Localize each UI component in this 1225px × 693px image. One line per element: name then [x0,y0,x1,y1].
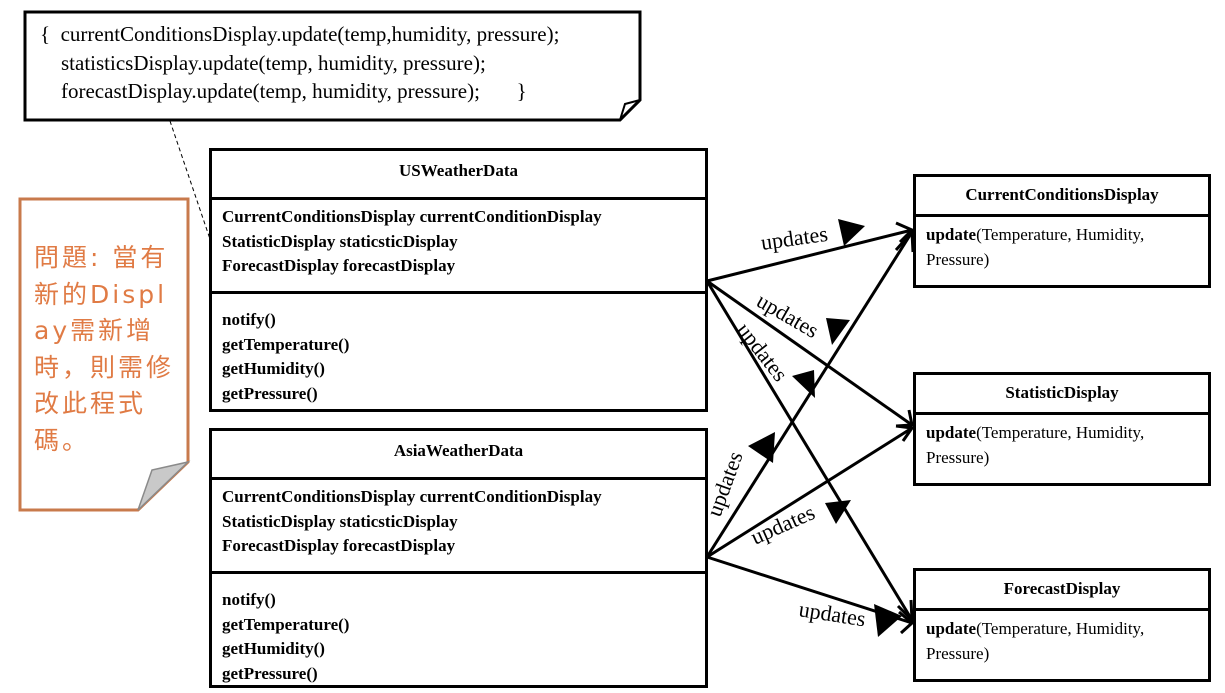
attributes-section: CurrentConditionsDisplay currentConditio… [212,480,705,571]
arrow-asia-to-statistic [706,424,915,559]
class-asia-weather-data: AsiaWeatherData CurrentConditionsDisplay… [209,428,708,688]
method-name: update [926,423,977,442]
method-params: (Temperature, Humidity, [976,423,1145,442]
arrow-us-to-statistic [706,279,914,428]
arrow-asia-to-current [705,228,915,558]
method-params: (Temperature, Humidity, [976,619,1145,638]
method-row: getHumidity() [222,359,325,378]
attribute-row: ForecastDisplay forecastDisplay [222,256,456,275]
method-params: (Temperature, Humidity, [976,225,1145,244]
code-line: { currentConditionsDisplay.update(temp,h… [40,22,560,46]
method-row: update(Temperature, Humidity, [926,222,1198,247]
method-row: getPressure() [222,663,318,683]
attribute-row: ForecastDisplay forecastDisplay [222,536,456,555]
code-note-fold [619,99,641,121]
method-name: update [926,225,977,244]
class-current-conditions-display: CurrentConditionsDisplay update(Temperat… [913,174,1211,288]
methods-section: update(Temperature, Humidity, Pressure) [916,217,1208,272]
attribute-row: StatisticDisplay staticsticDisplay [222,511,458,531]
attribute-row: CurrentConditionsDisplay currentConditio… [222,207,602,226]
method-name: update [926,619,977,638]
method-row: notify() [222,310,276,329]
method-params-cont: Pressure) [926,644,990,663]
method-params-cont: Pressure) [926,250,990,269]
problem-note-fold [137,460,191,511]
class-title: StatisticDisplay [916,375,1208,415]
attribute-row: StatisticDisplay staticsticDisplay [222,231,458,251]
method-params-cont: Pressure) [926,448,990,467]
method-row: update(Temperature, Humidity, [926,616,1198,641]
method-row: update(Temperature, Humidity, [926,420,1198,445]
code-note-shape [23,10,642,122]
code-note-text: { currentConditionsDisplay.update(temp,h… [40,20,559,106]
method-row: getHumidity() [222,639,325,658]
class-statistic-display: StatisticDisplay update(Temperature, Hum… [913,372,1211,486]
method-row: getTemperature() [222,334,350,354]
methods-section: update(Temperature, Humidity, Pressure) [916,415,1208,470]
class-title: CurrentConditionsDisplay [916,177,1208,217]
class-title: USWeatherData [212,151,705,200]
method-row: notify() [222,590,276,609]
code-line: forecastDisplay.update(temp, humidity, p… [40,79,527,103]
updates-label-5: updates [747,499,819,549]
method-row: getTemperature() [222,614,350,634]
class-us-weather-data: USWeatherData CurrentConditionsDisplay c… [209,148,708,412]
code-line: statisticsDisplay.update(temp, humidity,… [40,50,486,75]
methods-section: notify() getTemperature() getHumidity() … [212,291,705,406]
attribute-row: CurrentConditionsDisplay currentConditio… [222,487,602,506]
problem-note-text: 問題: 當有新的Display需新增時，則需修改此程式碼。 [34,243,175,455]
class-title: AsiaWeatherData [212,431,705,480]
updates-label-4: updates [701,448,747,520]
updates-label-1: updates [759,221,829,255]
methods-section: update(Temperature, Humidity, Pressure) [916,611,1208,666]
class-forecast-display: ForecastDisplay update(Temperature, Humi… [913,568,1211,682]
arrow-us-to-forecast [705,280,914,624]
methods-section: notify() getTemperature() getHumidity() … [212,571,705,686]
attributes-section: CurrentConditionsDisplay currentConditio… [212,200,705,291]
updates-label-6: updates [797,596,867,631]
method-row: getPressure() [222,383,318,403]
class-title: ForecastDisplay [916,571,1208,611]
arrow-asia-to-forecast [706,555,915,637]
